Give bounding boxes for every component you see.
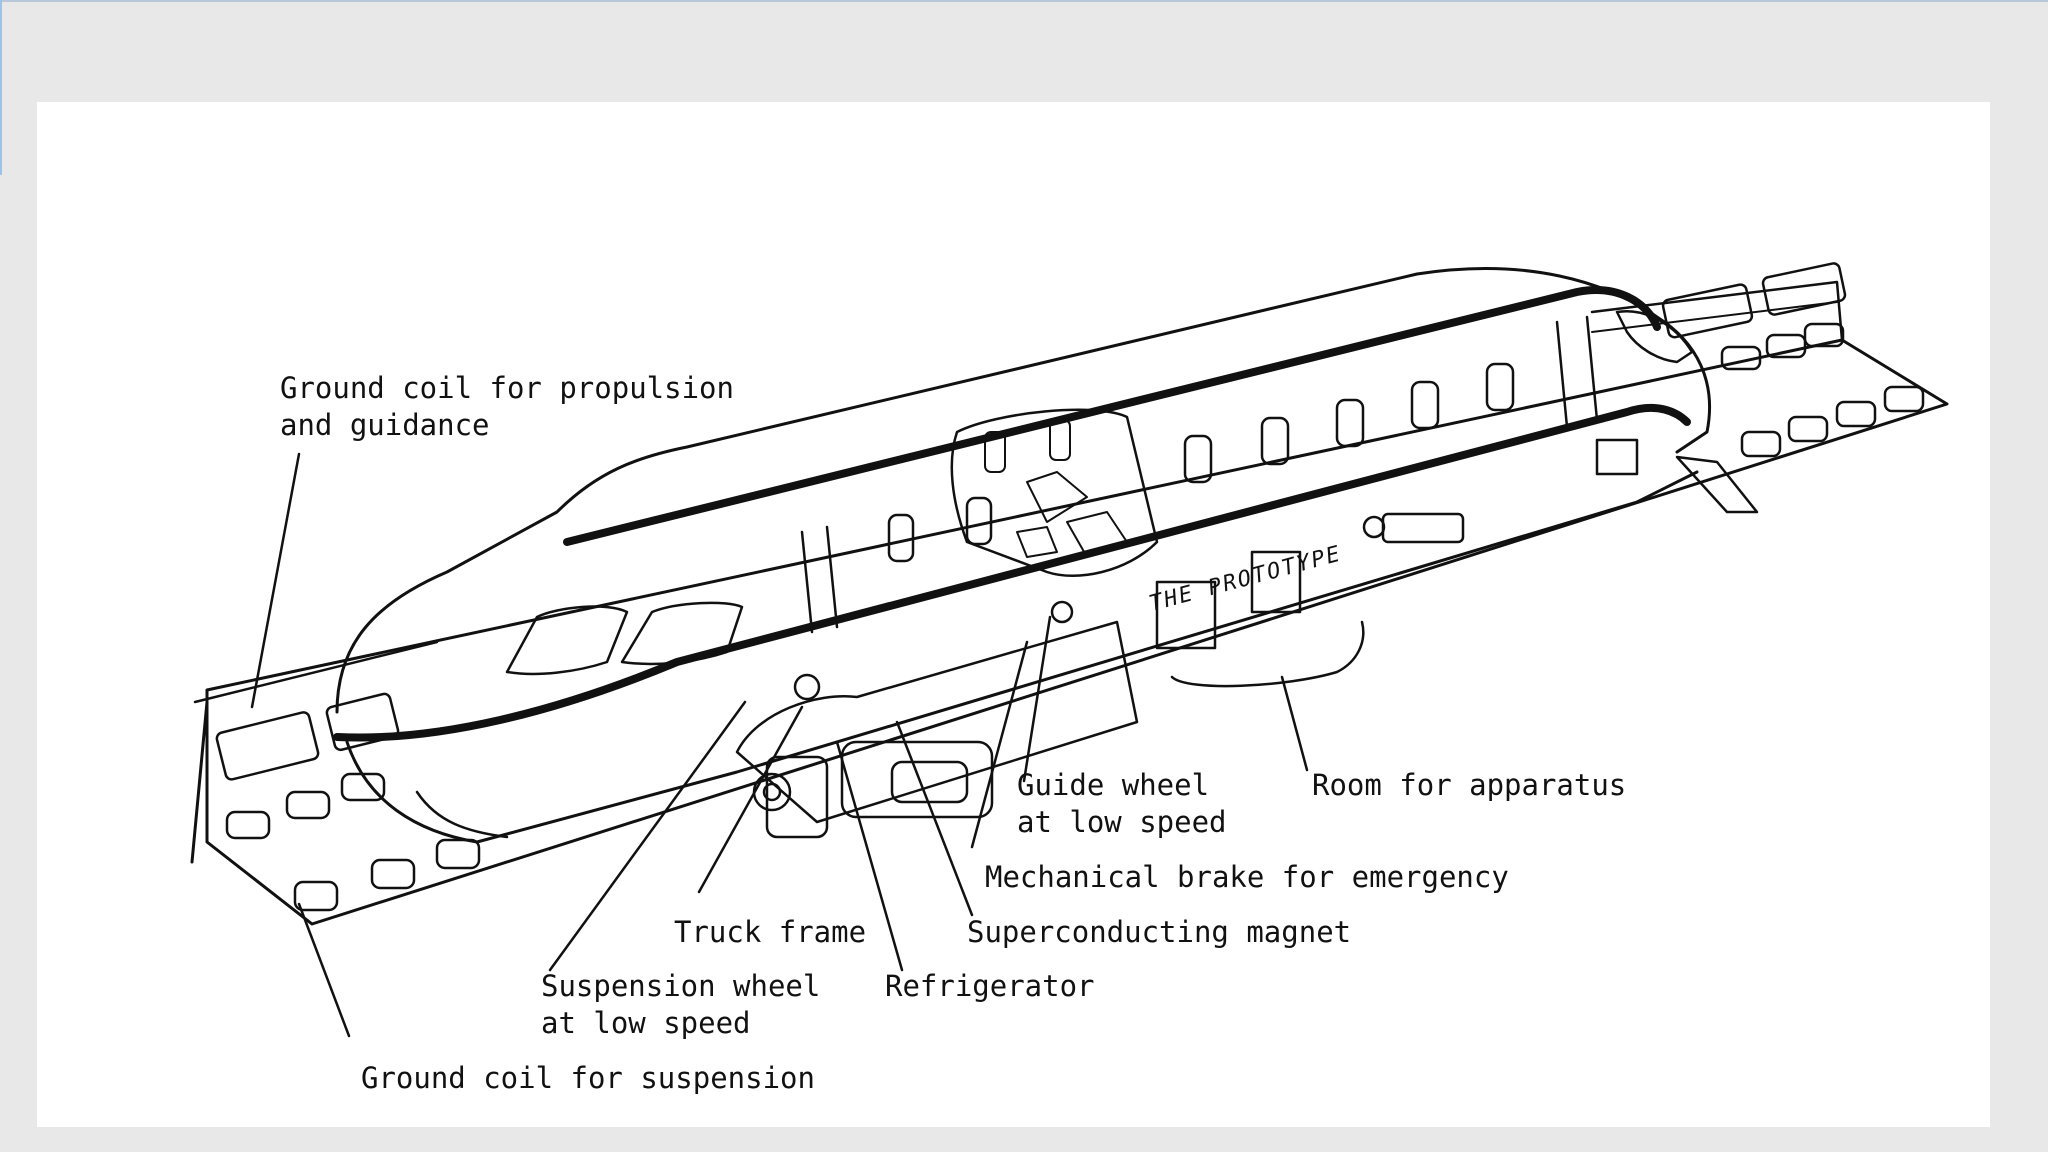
label-ground-coil-propulsion-line2: and guidance	[280, 408, 490, 442]
label-ground-coil-suspension: Ground coil for suspension	[361, 1061, 815, 1095]
label-guide-wheel-line2: at low speed	[1017, 805, 1227, 839]
undercarriage	[735, 438, 1759, 839]
diagram-panel: Ground coil for propulsion and guidance …	[37, 102, 1990, 1127]
suspension-coils	[225, 322, 1925, 912]
leader-lines	[250, 452, 1309, 1038]
train-body	[333, 267, 1712, 844]
propulsion-coils	[215, 262, 1847, 781]
guideway	[190, 280, 1949, 926]
window-top-border	[0, 0, 2048, 2]
window-left-accent	[0, 0, 2, 175]
label-superconducting-magnet: Superconducting magnet	[967, 915, 1352, 949]
label-truck-frame: Truck frame	[674, 915, 867, 949]
label-room-for-apparatus: Room for apparatus	[1312, 768, 1627, 802]
label-suspension-wheel: Suspension wheel	[541, 969, 821, 1003]
label-guide-wheel: Guide wheel	[1017, 768, 1210, 802]
label-refrigerator: Refrigerator	[885, 969, 1095, 1003]
label-mechanical-brake: Mechanical brake for emergency	[985, 860, 1509, 894]
label-suspension-wheel-line2: at low speed	[541, 1006, 751, 1040]
maglev-drawing	[190, 262, 1949, 1038]
label-ground-coil-propulsion: Ground coil for propulsion	[280, 371, 734, 405]
